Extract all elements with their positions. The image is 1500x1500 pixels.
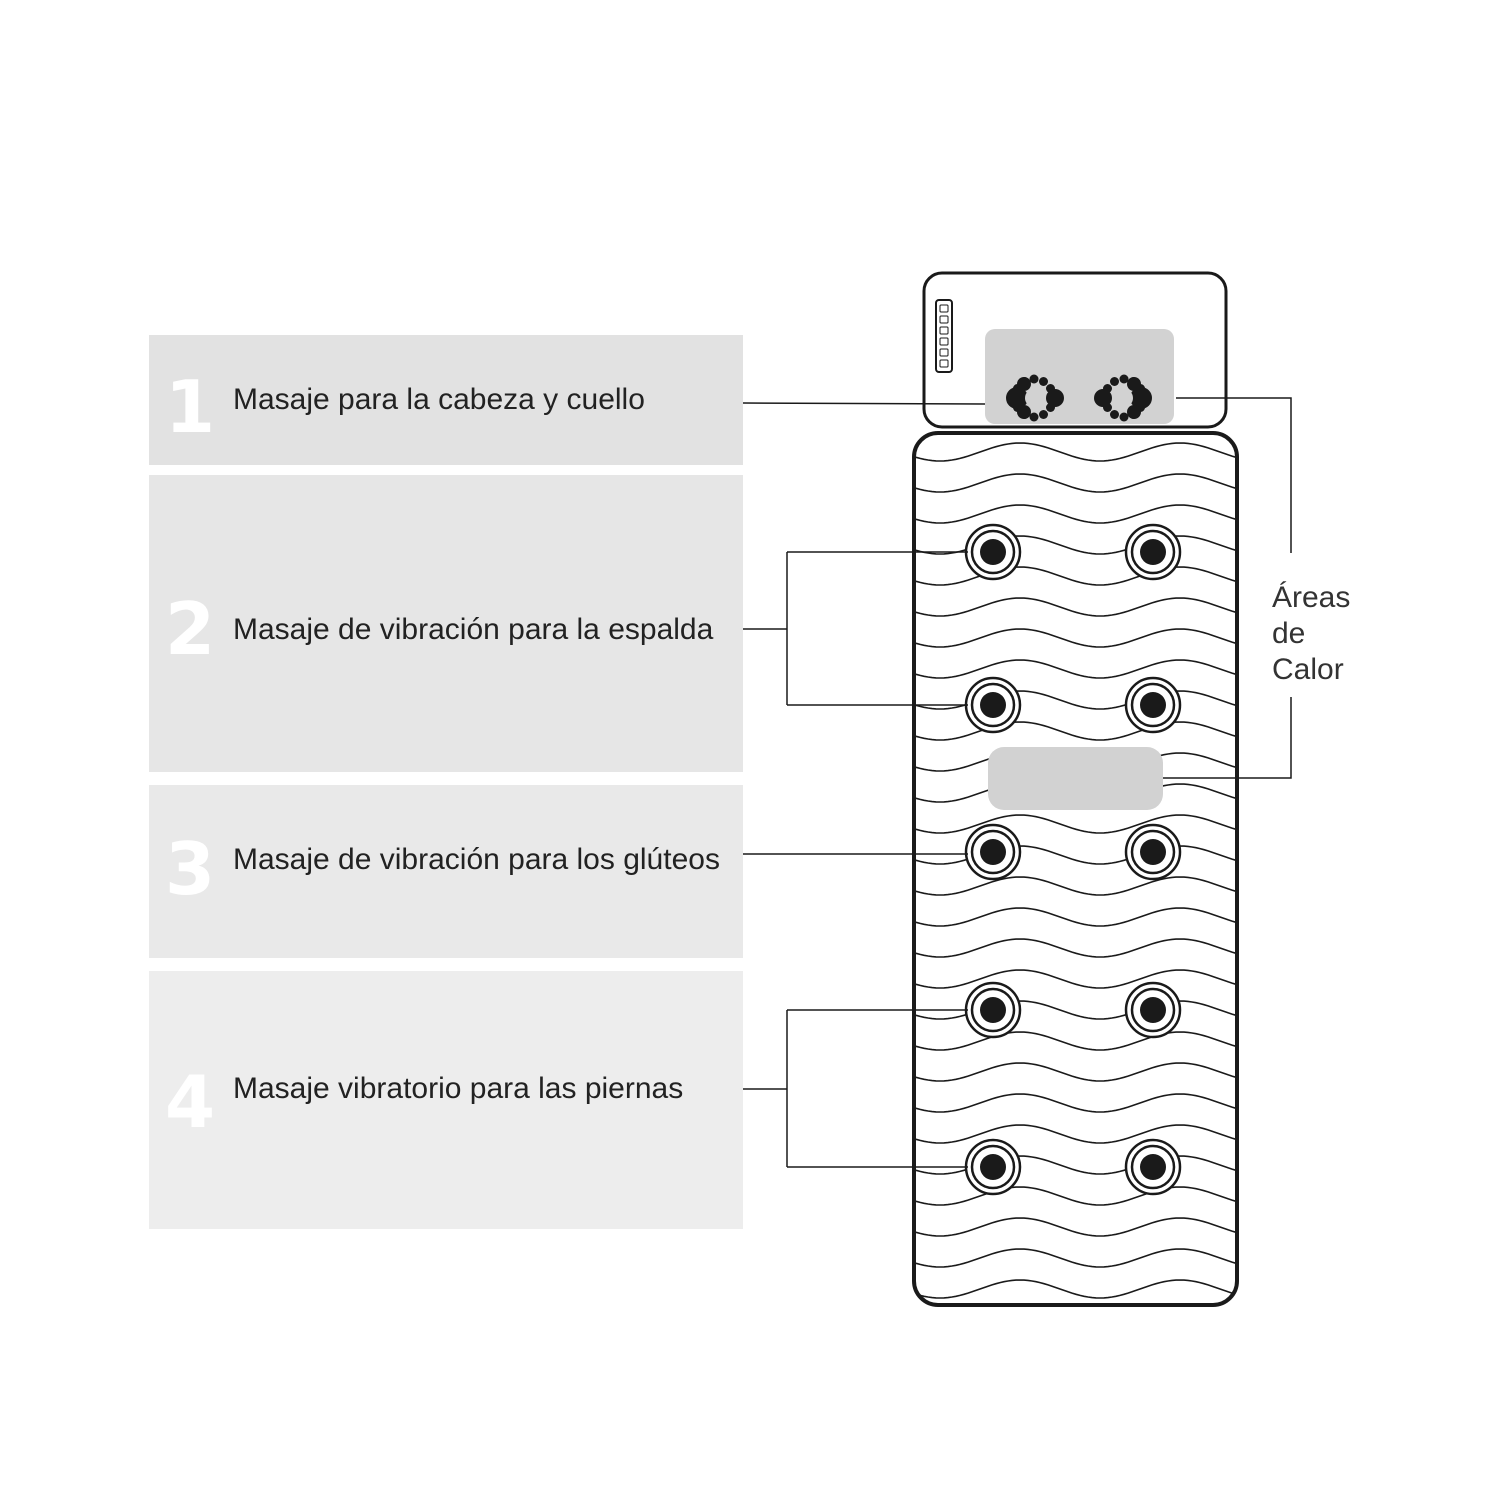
vibration-motor-icon xyxy=(1124,823,1182,881)
zone-number: 2 xyxy=(165,587,216,671)
zone-number: 3 xyxy=(165,827,216,911)
connector-heat-bottom xyxy=(1163,697,1292,779)
head-massage-nodes xyxy=(1006,374,1152,422)
wave-line xyxy=(914,566,1237,586)
vibration-motors xyxy=(964,523,1182,1196)
connector-back xyxy=(743,551,968,706)
remote-button-icon xyxy=(939,304,949,313)
connector-head xyxy=(742,402,986,405)
wave-line xyxy=(914,659,1237,679)
remote-button-icon xyxy=(939,348,949,357)
remote-control-icon xyxy=(935,299,953,373)
zone-panel-head-neck: 1 Masaje para la cabeza y cuello xyxy=(149,335,743,465)
vibration-motor-icon xyxy=(1124,523,1182,581)
zone-label: Masaje de vibración para la espalda xyxy=(233,613,714,646)
vibration-motor-icon xyxy=(964,676,1022,734)
heat-areas-line: de xyxy=(1272,617,1306,650)
wave-line xyxy=(914,690,1237,710)
wave-line xyxy=(914,628,1237,648)
zone-label: Masaje vibratorio para las piernas xyxy=(233,1072,684,1105)
wave-line xyxy=(914,845,1237,865)
wave-line xyxy=(914,1155,1237,1175)
zone-panel-glutes: 3 Masaje de vibración para los glúteos xyxy=(149,785,743,958)
connector-legs xyxy=(743,1009,968,1168)
vibration-motor-icon xyxy=(1124,1138,1182,1196)
head-heat-zone xyxy=(985,329,1174,424)
wave-line xyxy=(914,442,1237,462)
heat-areas-line: Áreas xyxy=(1272,581,1351,614)
wave-line xyxy=(914,1031,1237,1051)
zone-label: Masaje para la cabeza y cuello xyxy=(233,383,645,416)
wave-line xyxy=(914,721,1237,741)
vibration-motor-icon xyxy=(964,823,1022,881)
wave-line xyxy=(914,1000,1237,1020)
wave-line xyxy=(914,1062,1237,1082)
wave-line xyxy=(914,876,1237,896)
shiatsu-node-icon xyxy=(1006,374,1064,422)
wave-line xyxy=(914,1279,1237,1299)
heat-areas-line: Calor xyxy=(1272,653,1344,686)
vibration-motor-icon xyxy=(1124,676,1182,734)
zone-panel-back: 2 Masaje de vibración para la espalda xyxy=(149,475,743,772)
wave-line xyxy=(914,473,1237,493)
wave-line xyxy=(914,969,1237,989)
zone-label: Masaje de vibración para los glúteos xyxy=(233,843,720,876)
zone-number: 4 xyxy=(165,1060,216,1144)
wave-line xyxy=(914,1217,1237,1237)
wave-line xyxy=(914,1248,1237,1268)
wave-line xyxy=(914,814,1237,834)
zone-number: 1 xyxy=(165,365,216,449)
connector-lines xyxy=(742,397,1292,1168)
back-heat-zone xyxy=(988,747,1163,810)
connector-heat-top xyxy=(1176,397,1292,553)
wave-line xyxy=(914,907,1237,927)
wave-line xyxy=(914,938,1237,958)
remote-button-icon xyxy=(939,326,949,335)
remote-button-icon xyxy=(939,337,949,346)
heat-areas-label: Áreas de Calor xyxy=(1272,580,1372,688)
zone-panel-legs: 4 Masaje vibratorio para las piernas xyxy=(149,971,743,1229)
wave-line xyxy=(914,1124,1237,1144)
remote-button-icon xyxy=(939,359,949,368)
wave-line xyxy=(914,597,1237,617)
vibration-motor-icon xyxy=(964,1138,1022,1196)
wave-line xyxy=(914,1186,1237,1206)
mat-outline xyxy=(912,431,1239,1307)
wave-line xyxy=(914,1093,1237,1113)
shiatsu-node-icon xyxy=(1094,374,1152,422)
vibration-motor-icon xyxy=(1124,981,1182,1039)
wave-line xyxy=(914,504,1237,524)
remote-body xyxy=(935,299,953,373)
mat-body xyxy=(914,433,1237,1305)
vibration-motor-icon xyxy=(964,981,1022,1039)
remote-button-icon xyxy=(939,315,949,324)
vibration-motor-icon xyxy=(964,523,1022,581)
